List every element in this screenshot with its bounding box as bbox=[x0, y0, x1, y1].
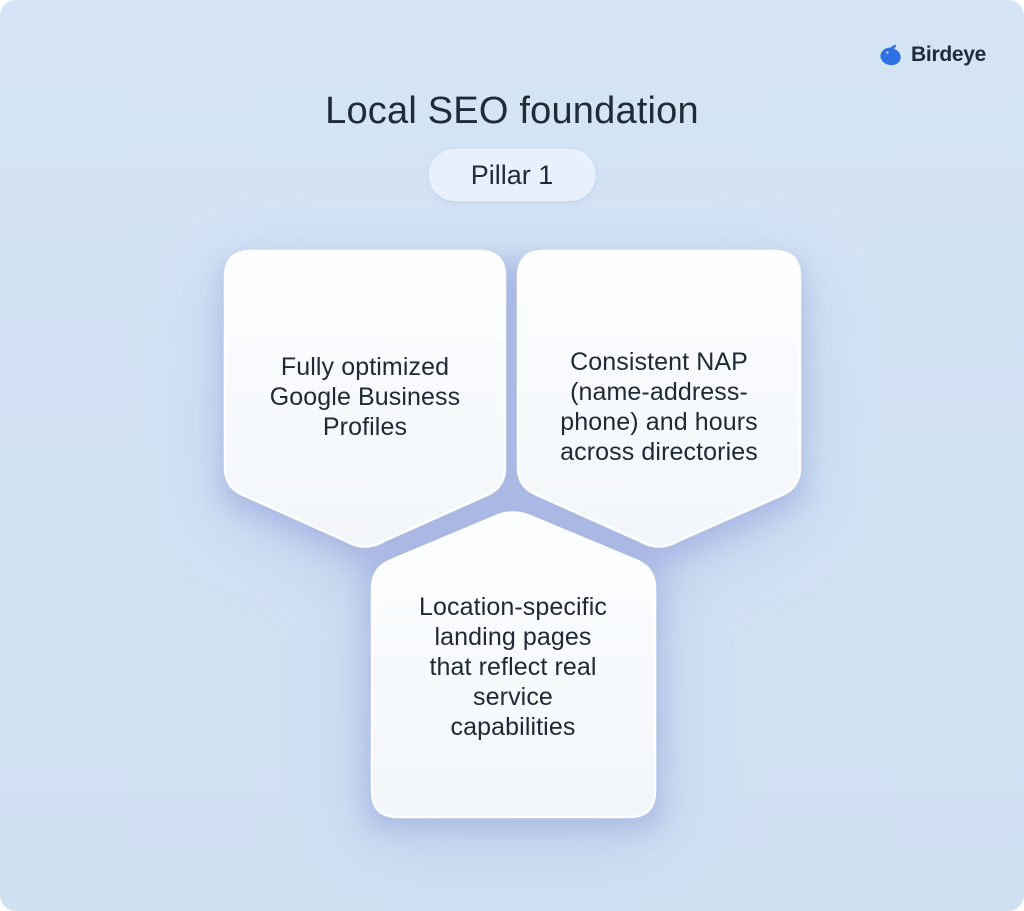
card-shape-2 bbox=[516, 249, 802, 548]
card-2-label: Consistent NAP (name-address- phone) and… bbox=[560, 348, 758, 466]
page-title: Local SEO foundation bbox=[325, 90, 699, 132]
pillar-badge: Pillar 1 bbox=[428, 149, 596, 201]
brand-name: Birdeye bbox=[911, 43, 986, 66]
card-shape-1 bbox=[223, 249, 507, 548]
birdeye-bird-icon bbox=[880, 44, 901, 66]
card-shape-3 bbox=[370, 511, 657, 819]
card-3-label: Location-specific landing pages that ref… bbox=[419, 593, 607, 741]
card-1-label: Fully optimized Google Business Profiles bbox=[269, 353, 461, 441]
brand-logo: Birdeye bbox=[878, 42, 986, 68]
